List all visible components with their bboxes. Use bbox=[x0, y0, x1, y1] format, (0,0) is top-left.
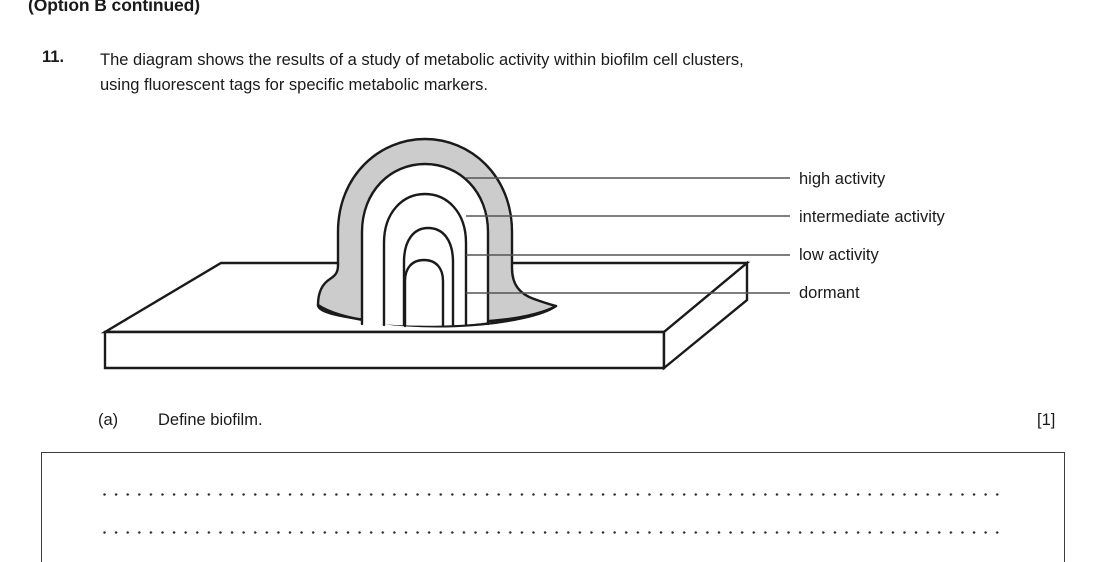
figure-label-intermediate-activity: intermediate activity bbox=[799, 208, 945, 226]
part-a-text: Define biofilm. bbox=[158, 411, 263, 429]
answer-dotted-line-1[interactable] bbox=[103, 493, 1006, 496]
question-number: 11. bbox=[42, 48, 65, 66]
biofilm-outer-shaded-zone bbox=[316, 137, 558, 325]
answer-box[interactable] bbox=[41, 452, 1065, 562]
substrate-right-face bbox=[662, 260, 749, 371]
answer-dotted-line-2[interactable] bbox=[103, 531, 1006, 534]
contour-low-dormant bbox=[402, 226, 455, 327]
substrate-front-face bbox=[103, 330, 666, 370]
figure-label-low-activity: low activity bbox=[799, 246, 879, 264]
figure-label-dormant: dormant bbox=[799, 284, 860, 302]
contour-dormant-core bbox=[403, 258, 445, 328]
option-continued-header: (Option B continued) bbox=[28, 0, 200, 15]
contour-high-intermediate bbox=[360, 162, 490, 326]
question-stem-line-1: The diagram shows the results of a study… bbox=[100, 51, 744, 69]
biofilm-base-footprint bbox=[316, 303, 558, 328]
question-stem-line-2: using fluorescent tags for specific meta… bbox=[100, 76, 488, 94]
part-a-letter: (a) bbox=[98, 411, 119, 429]
figure-label-high-activity: high activity bbox=[799, 170, 886, 188]
part-a-marks: [1] bbox=[1037, 411, 1056, 429]
substrate-top-face bbox=[100, 261, 751, 334]
question-stem: The diagram shows the results of a study… bbox=[100, 48, 1000, 98]
biofilm-inner-white-region bbox=[362, 164, 488, 326]
contour-intermediate-low bbox=[382, 192, 468, 327]
